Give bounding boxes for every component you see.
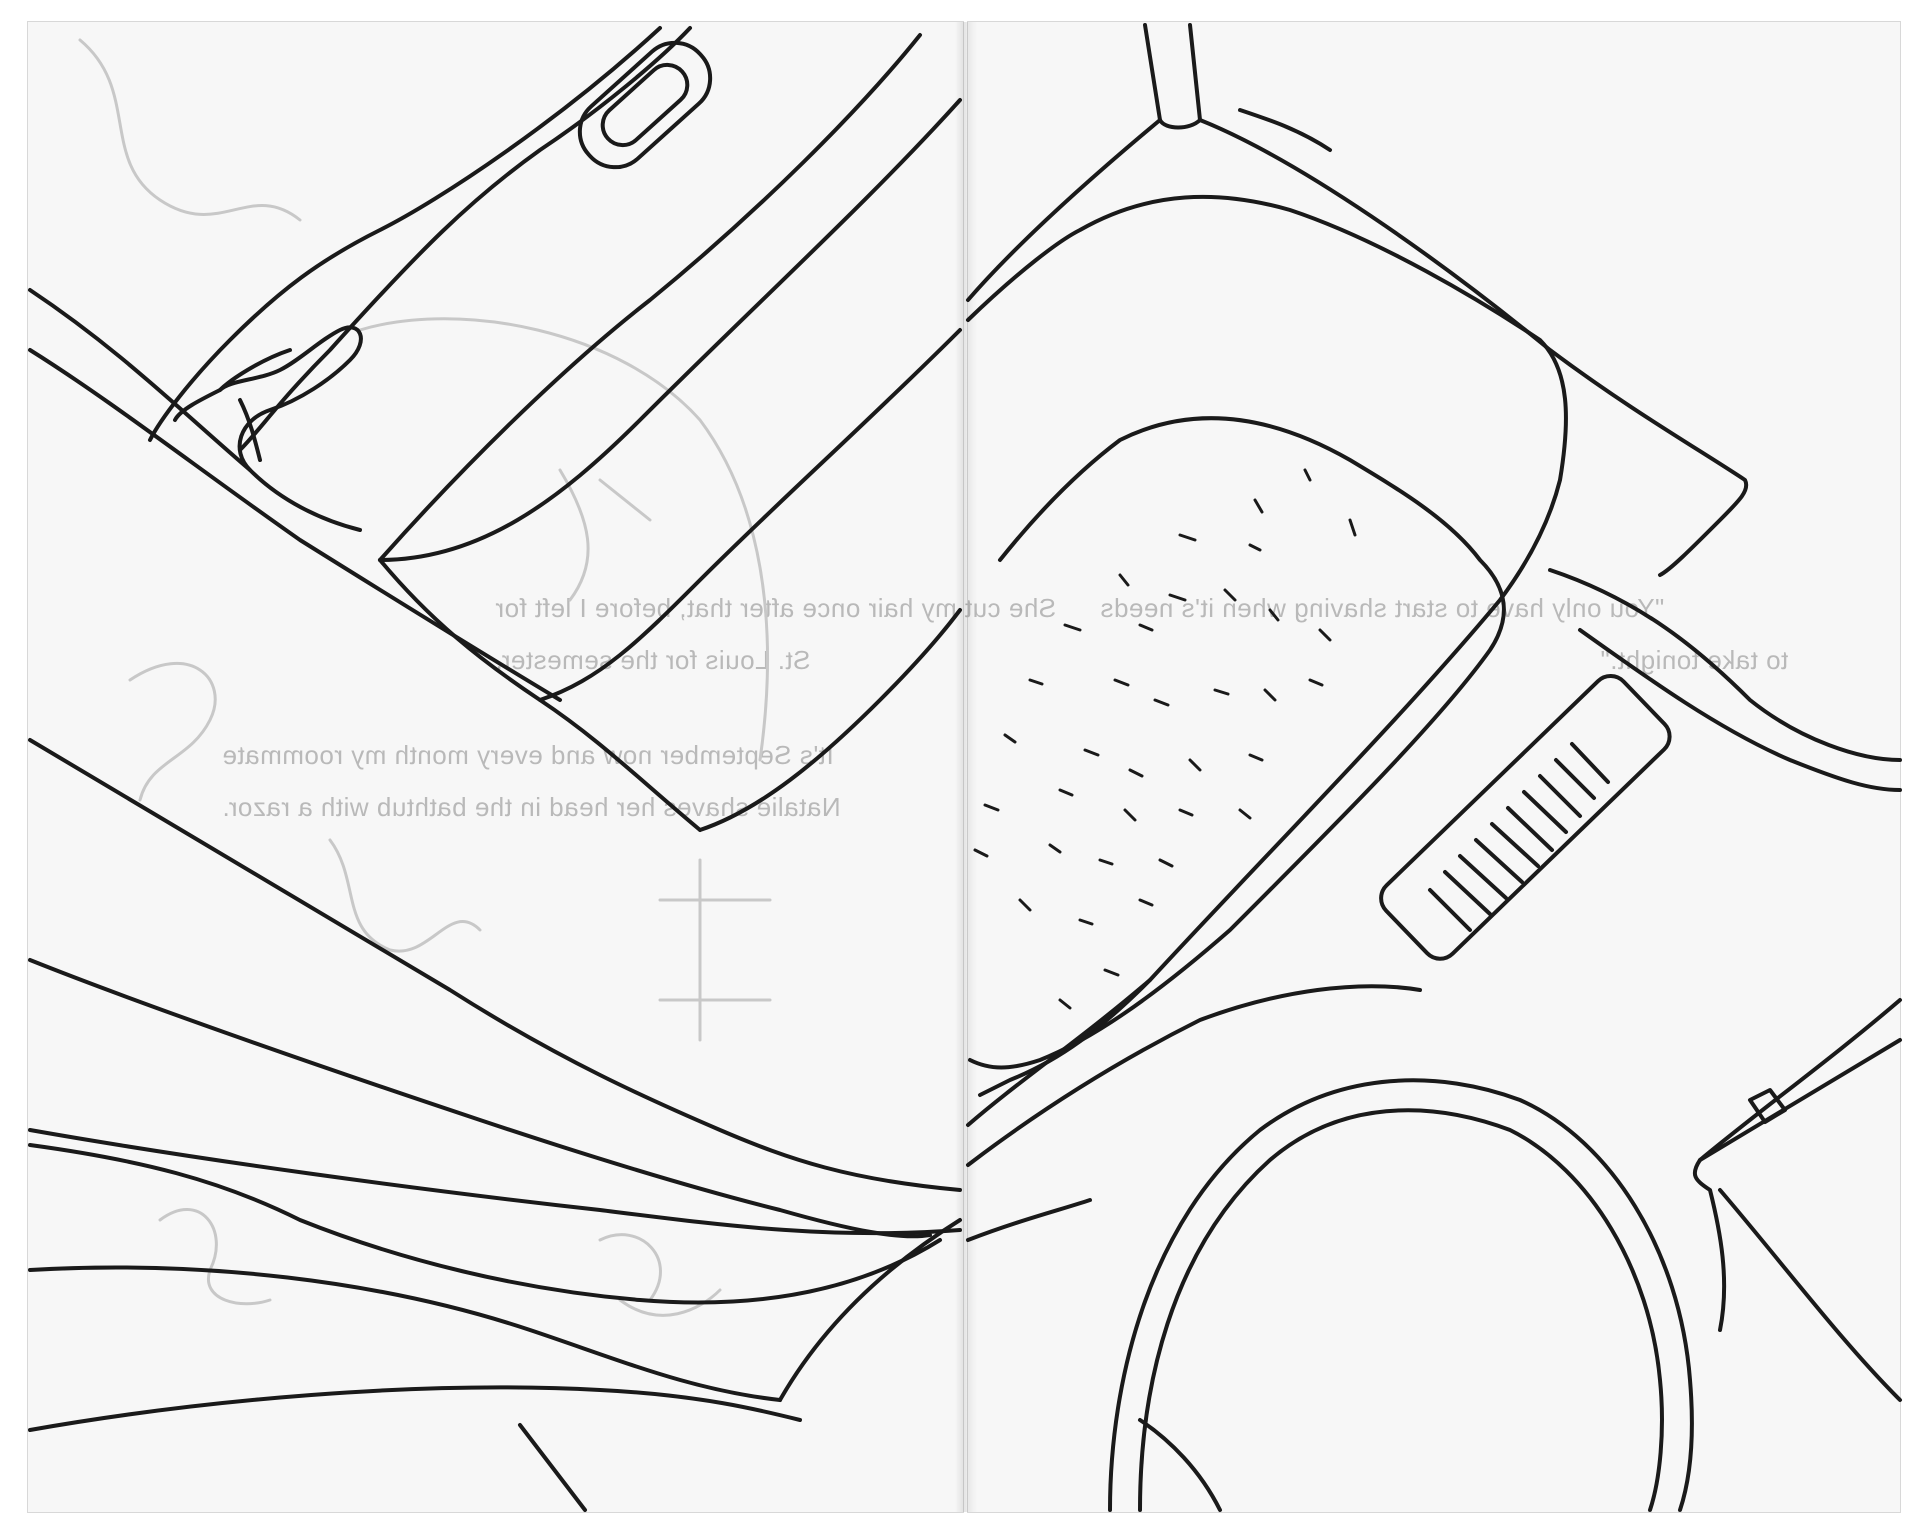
toilet-seat xyxy=(1108,1078,1694,1512)
left-ghost-strokes xyxy=(78,38,772,1317)
soap-dish-outer xyxy=(577,40,713,170)
right-page xyxy=(968,22,1900,1512)
hair-clippings xyxy=(973,468,1357,1010)
floor-vent xyxy=(1379,674,1672,961)
right-page-drawing xyxy=(966,23,1902,1512)
soap-dish-inner xyxy=(600,62,690,148)
left-page-drawing xyxy=(28,26,962,1512)
shower-fixture xyxy=(1143,23,1202,130)
